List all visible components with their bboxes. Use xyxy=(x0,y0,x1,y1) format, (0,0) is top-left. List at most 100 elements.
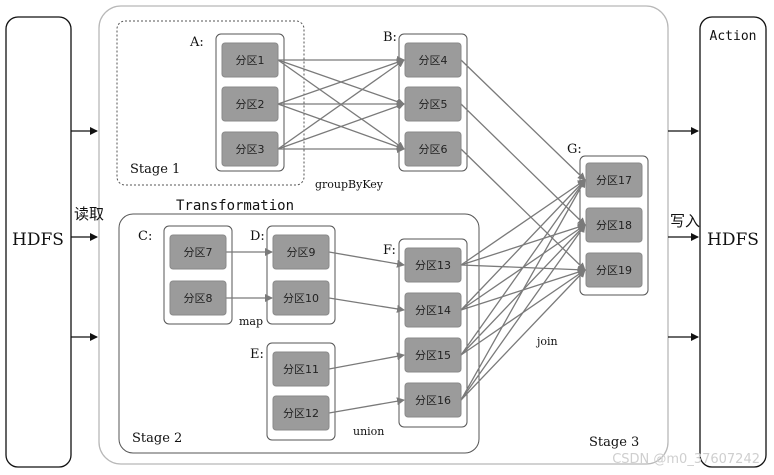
partition-box xyxy=(169,280,227,316)
edge-a2-b1 xyxy=(277,58,405,105)
partition-a-3: 分区3 xyxy=(221,131,279,167)
partition-b-3: 分区6 xyxy=(404,131,462,167)
partition-box xyxy=(221,42,279,78)
partition-a-2: 分区2 xyxy=(221,86,279,122)
action-label: Action xyxy=(710,29,757,44)
rdd-c-label: C: xyxy=(138,229,152,244)
partition-e-1: 分区11 xyxy=(272,351,330,387)
partition-label: 分区18 xyxy=(596,219,632,232)
dependency-edges xyxy=(226,56,586,414)
partition-label: 分区2 xyxy=(236,98,265,111)
partition-g-3: 分区19 xyxy=(585,252,643,288)
edge-e1-f3 xyxy=(328,352,405,370)
partition-label: 分区7 xyxy=(184,246,213,259)
partition-box xyxy=(404,247,462,283)
partition-box xyxy=(221,86,279,122)
partition-label: 分区16 xyxy=(415,394,451,407)
partition-label: 分区8 xyxy=(184,292,213,305)
rdd-b-label: B: xyxy=(383,30,397,45)
edge-b1-g1 xyxy=(460,59,586,181)
partition-e-2: 分区12 xyxy=(272,395,330,431)
partition-label: 分区17 xyxy=(596,174,632,187)
partition-label: 分区12 xyxy=(283,407,319,420)
op-join-label: join xyxy=(535,335,558,348)
edge-a3-b2 xyxy=(277,102,405,150)
partition-box xyxy=(169,234,227,270)
partition-label: 分区10 xyxy=(283,292,319,305)
partition-d-2: 分区10 xyxy=(272,280,330,316)
partition-c-2: 分区8 xyxy=(169,280,227,316)
hdfs-target-box xyxy=(699,16,767,468)
rdd-g-label: G: xyxy=(567,142,582,157)
rdd-f-label: F: xyxy=(383,243,396,258)
edge-f4-g3 xyxy=(460,269,586,401)
partition-box xyxy=(404,131,462,167)
partition-box xyxy=(585,162,643,198)
partition-label: 分区9 xyxy=(287,246,316,259)
partition-box xyxy=(404,337,462,373)
partition-f-2: 分区14 xyxy=(404,292,462,328)
partition-box xyxy=(272,280,330,316)
hdfs-source-label: HDFS xyxy=(12,230,64,250)
hdfs-target-label: HDFS xyxy=(707,230,759,250)
partition-label: 分区15 xyxy=(415,349,451,362)
partition-box xyxy=(404,86,462,122)
partition-label: 分区11 xyxy=(283,363,319,376)
transformation-label: Transformation xyxy=(176,198,294,214)
edge-f2-g1 xyxy=(460,179,586,311)
partition-f-1: 分区13 xyxy=(404,247,462,283)
stage2-box xyxy=(118,213,480,454)
partition-label: 分区19 xyxy=(596,264,632,277)
partition-label: 分区13 xyxy=(415,259,451,272)
partition-a-1: 分区1 xyxy=(221,42,279,78)
edge-f1-g1 xyxy=(460,179,586,266)
partition-box xyxy=(404,42,462,78)
stage3-label: Stage 3 xyxy=(589,435,639,450)
partition-b-2: 分区5 xyxy=(404,86,462,122)
read-label: 读取 xyxy=(74,205,104,223)
edge-f4-g2 xyxy=(460,224,586,401)
partition-box xyxy=(585,207,643,243)
edge-b2-g2 xyxy=(460,103,586,226)
partition-label: 分区1 xyxy=(236,54,265,67)
partition-c-1: 分区7 xyxy=(169,234,227,270)
partition-box xyxy=(585,252,643,288)
edge-f4-g1 xyxy=(460,179,586,401)
partition-label: 分区14 xyxy=(415,304,451,317)
rdd-a-label: A: xyxy=(189,35,204,50)
op-map-label: map xyxy=(239,315,263,328)
edge-d1-f1 xyxy=(328,251,405,268)
partition-f-4: 分区16 xyxy=(404,382,462,418)
edge-a3-b1 xyxy=(277,59,405,150)
edge-f3-g1 xyxy=(460,179,586,356)
partition-box xyxy=(221,131,279,167)
watermark-text: CSDN @m0_37607242 xyxy=(612,452,760,467)
edge-d2-f2 xyxy=(328,297,405,313)
rdd-e-label: E: xyxy=(250,347,264,362)
partition-label: 分区3 xyxy=(236,143,265,156)
partition-f-3: 分区15 xyxy=(404,337,462,373)
partition-box xyxy=(272,395,330,431)
partition-box xyxy=(404,292,462,328)
partition-d-1: 分区9 xyxy=(272,234,330,270)
op-union-label: union xyxy=(353,425,384,438)
partition-box xyxy=(272,351,330,387)
edge-b3-g3 xyxy=(460,148,586,271)
stage1-label: Stage 1 xyxy=(130,162,180,177)
partition-g-1: 分区17 xyxy=(585,162,643,198)
partition-box xyxy=(404,382,462,418)
partition-g-2: 分区18 xyxy=(585,207,643,243)
partition-label: 分区5 xyxy=(419,98,448,111)
hdfs-source-box xyxy=(5,16,72,468)
rdd-d-label: D: xyxy=(250,229,265,244)
partition-b-1: 分区4 xyxy=(404,42,462,78)
stage1-box xyxy=(116,20,305,186)
stage2-label: Stage 2 xyxy=(132,431,182,446)
partition-label: 分区6 xyxy=(419,143,448,156)
op-groupbykey-label: groupByKey xyxy=(315,178,384,191)
partition-label: 分区4 xyxy=(419,54,448,67)
partitions: 分区1 分区2 分区3 分区4 分区5 分区6 分区7 分区8 分区9 分区10 分区11 分区12 分… xyxy=(169,42,643,431)
partition-box xyxy=(272,234,330,270)
write-label: 写入 xyxy=(670,212,700,230)
